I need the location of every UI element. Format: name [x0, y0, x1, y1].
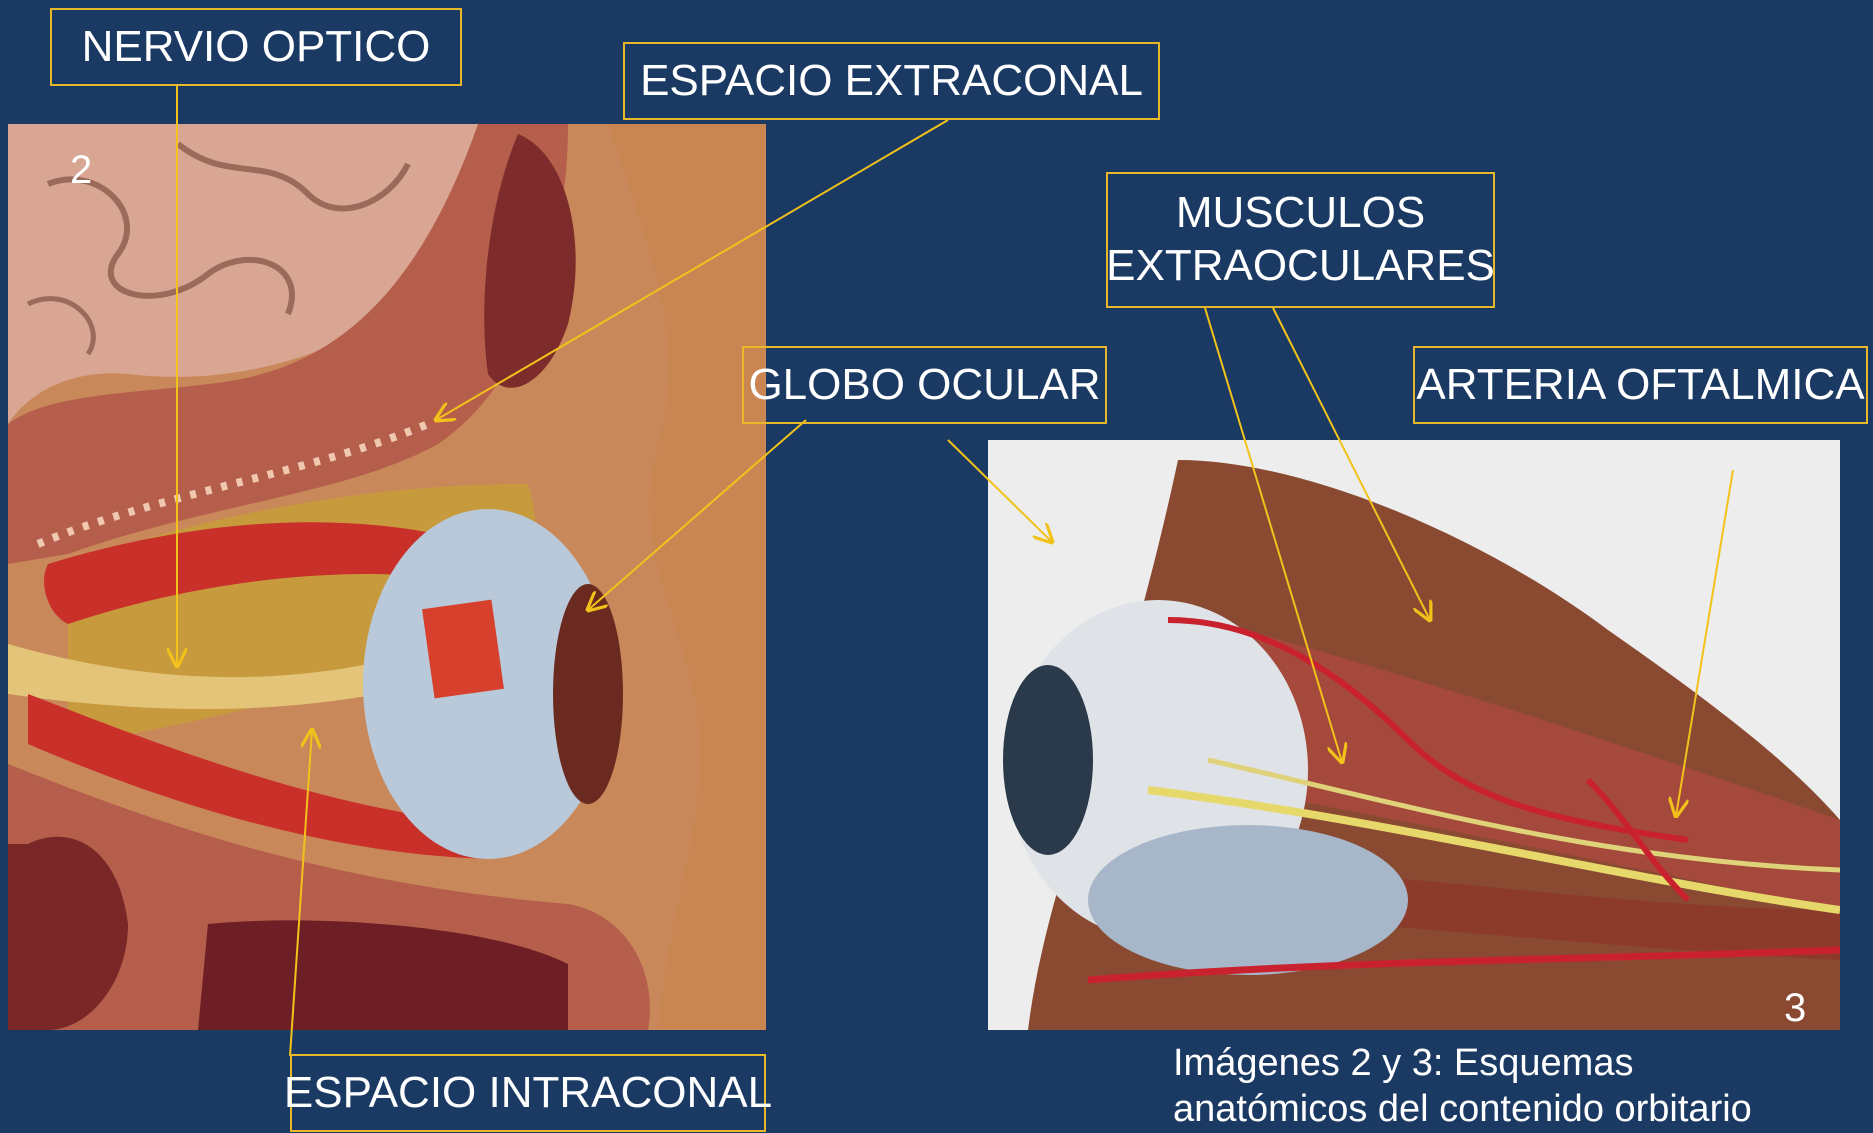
- lateral-orbit-drawing: [988, 440, 1840, 1030]
- label-espacio-intraconal: ESPACIO INTRACONAL: [290, 1054, 766, 1132]
- caption-line-2: anatómicos del contenido orbitario: [1173, 1086, 1752, 1132]
- caption-line-1: Imágenes 2 y 3: Esquemas: [1173, 1040, 1752, 1086]
- label-nervio-optico-text: NERVIO OPTICO: [82, 21, 431, 74]
- label-globo-ocular-text: GLOBO OCULAR: [748, 359, 1100, 412]
- figure-number-3: 3: [1784, 986, 1806, 1031]
- label-musculos-line1: MUSCULOS: [1176, 187, 1425, 240]
- figure-caption: Imágenes 2 y 3: Esquemas anatómicos del …: [1173, 1040, 1752, 1133]
- label-espacio-extraconal: ESPACIO EXTRACONAL: [623, 42, 1160, 120]
- label-nervio-optico: NERVIO OPTICO: [50, 8, 462, 86]
- label-arteria-oftalmica: ARTERIA OFTALMICA: [1413, 346, 1868, 424]
- lateral-orbit-illustration: [988, 440, 1840, 1030]
- label-espacio-extraconal-text: ESPACIO EXTRACONAL: [640, 55, 1143, 108]
- label-musculos-extraoculares: MUSCULOS EXTRAOCULARES: [1106, 172, 1495, 308]
- label-musculos-line2: EXTRAOCULARES: [1106, 240, 1495, 293]
- sagittal-orbit-drawing: [8, 124, 766, 1030]
- label-globo-ocular: GLOBO OCULAR: [742, 346, 1107, 424]
- label-arteria-oftalmica-text: ARTERIA OFTALMICA: [1416, 359, 1864, 412]
- label-espacio-intraconal-text: ESPACIO INTRACONAL: [284, 1067, 772, 1120]
- sagittal-orbit-illustration: [8, 124, 766, 1030]
- figure-number-2: 2: [70, 148, 92, 193]
